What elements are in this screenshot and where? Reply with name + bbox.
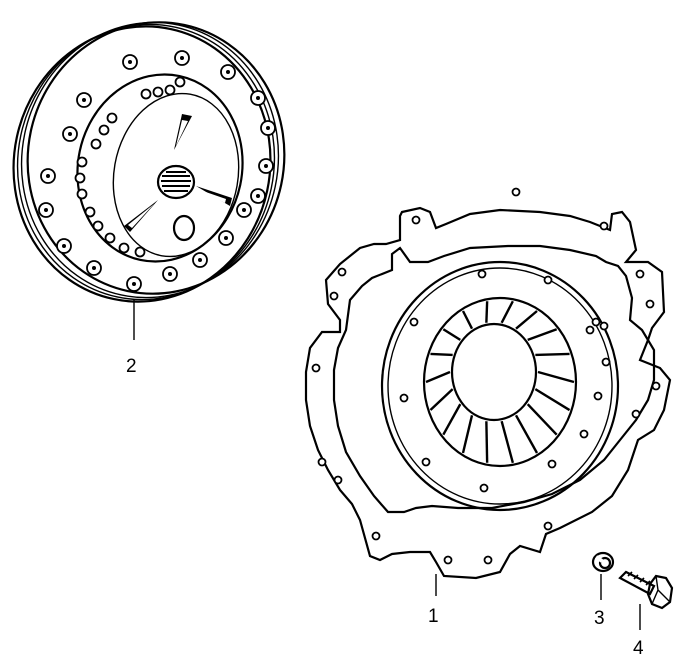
callout-label-4: 4 xyxy=(633,638,644,659)
spring-finger xyxy=(442,403,462,436)
lock-washer: 3 xyxy=(591,551,615,629)
diaphragm-spring xyxy=(422,296,578,468)
disc-splined-hub xyxy=(156,164,196,242)
callout-label-3: 3 xyxy=(594,608,605,629)
spring-finger xyxy=(534,388,571,412)
disc-spring-windows xyxy=(124,114,232,232)
clutch-disc: 2 xyxy=(12,21,286,377)
pressure-plate: 1 xyxy=(304,187,672,627)
spring-finger xyxy=(430,352,453,357)
spring-finger xyxy=(485,301,489,323)
spring-finger xyxy=(527,328,558,341)
plate-ring-holes xyxy=(399,269,611,493)
spring-finger xyxy=(526,403,558,436)
spring-finger xyxy=(515,310,538,330)
spring-finger xyxy=(461,415,474,454)
callout-label-2: 2 xyxy=(126,356,137,377)
spring-finger xyxy=(442,328,461,341)
spring-finger xyxy=(535,352,570,357)
spring-finger xyxy=(429,388,454,411)
spring-finger xyxy=(500,300,514,324)
spring-finger xyxy=(500,420,515,464)
spring-finger xyxy=(514,414,539,454)
spring-finger xyxy=(461,310,474,330)
spring-finger xyxy=(537,370,575,384)
disc-outer-rivets xyxy=(38,50,276,292)
plate-tab-holes xyxy=(311,187,661,565)
hex-bolt: 4 xyxy=(618,570,674,659)
spring-finger xyxy=(425,370,451,384)
callout-label-1: 1 xyxy=(428,606,439,627)
spring-finger xyxy=(485,421,489,463)
disc-inner-rivets xyxy=(74,76,186,258)
